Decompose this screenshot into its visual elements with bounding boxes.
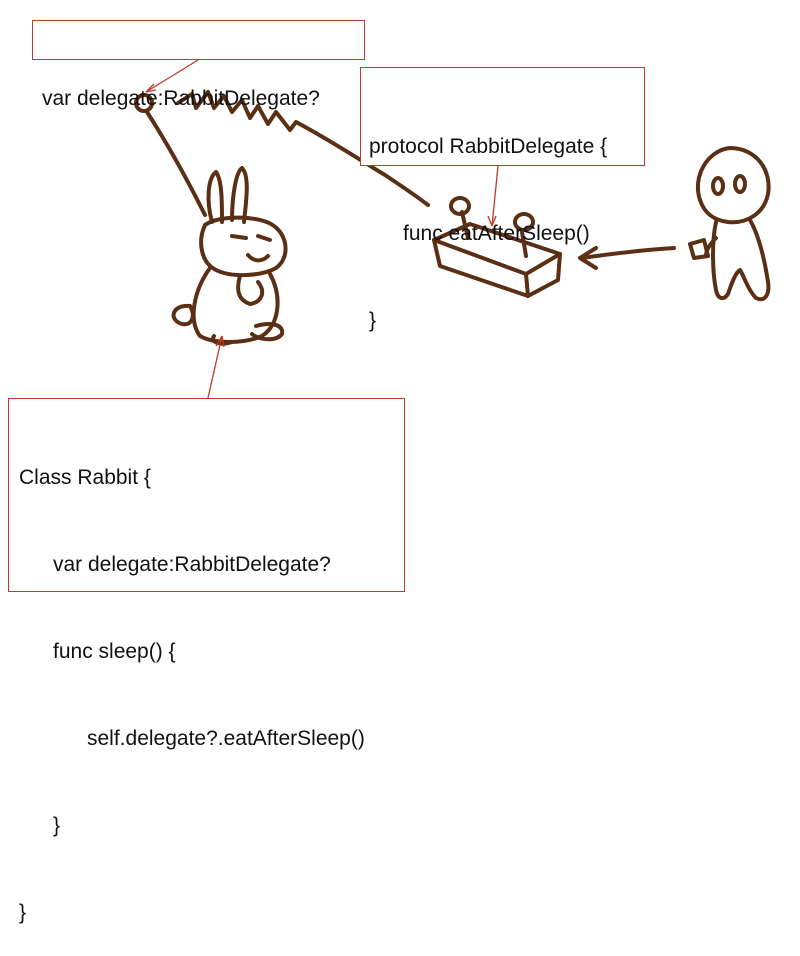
- code-line: }: [53, 814, 61, 837]
- antenna-line: [145, 110, 207, 217]
- code-line: func eatAfterSleep(): [403, 222, 590, 245]
- code-line: }: [19, 901, 27, 924]
- code-line: }: [369, 309, 377, 332]
- callout-protocol: protocol RabbitDelegate { func eatAfterS…: [360, 67, 645, 332]
- code-line: self.delegate?.eatAfterSleep(): [87, 727, 365, 750]
- stick-person: [688, 146, 771, 302]
- code-line: protocol RabbitDelegate {: [369, 135, 608, 158]
- code-line: Class Rabbit {: [19, 466, 151, 489]
- antenna-ball: [134, 93, 154, 113]
- arrow-left: [578, 246, 676, 270]
- callout-arrows: [145, 59, 499, 399]
- wire: [176, 90, 430, 207]
- diagram-artwork: [134, 59, 771, 399]
- controller-box: [432, 196, 562, 298]
- callout-class-rabbit: Class Rabbit { var delegate:RabbitDelega…: [8, 398, 405, 924]
- code-line: func sleep() {: [53, 640, 176, 663]
- code-line: var delegate:RabbitDelegate?: [42, 87, 320, 110]
- callout-var-delegate: var delegate:RabbitDelegate?: [32, 20, 365, 110]
- rabbit: [171, 166, 288, 346]
- code-line: var delegate:RabbitDelegate?: [53, 553, 331, 576]
